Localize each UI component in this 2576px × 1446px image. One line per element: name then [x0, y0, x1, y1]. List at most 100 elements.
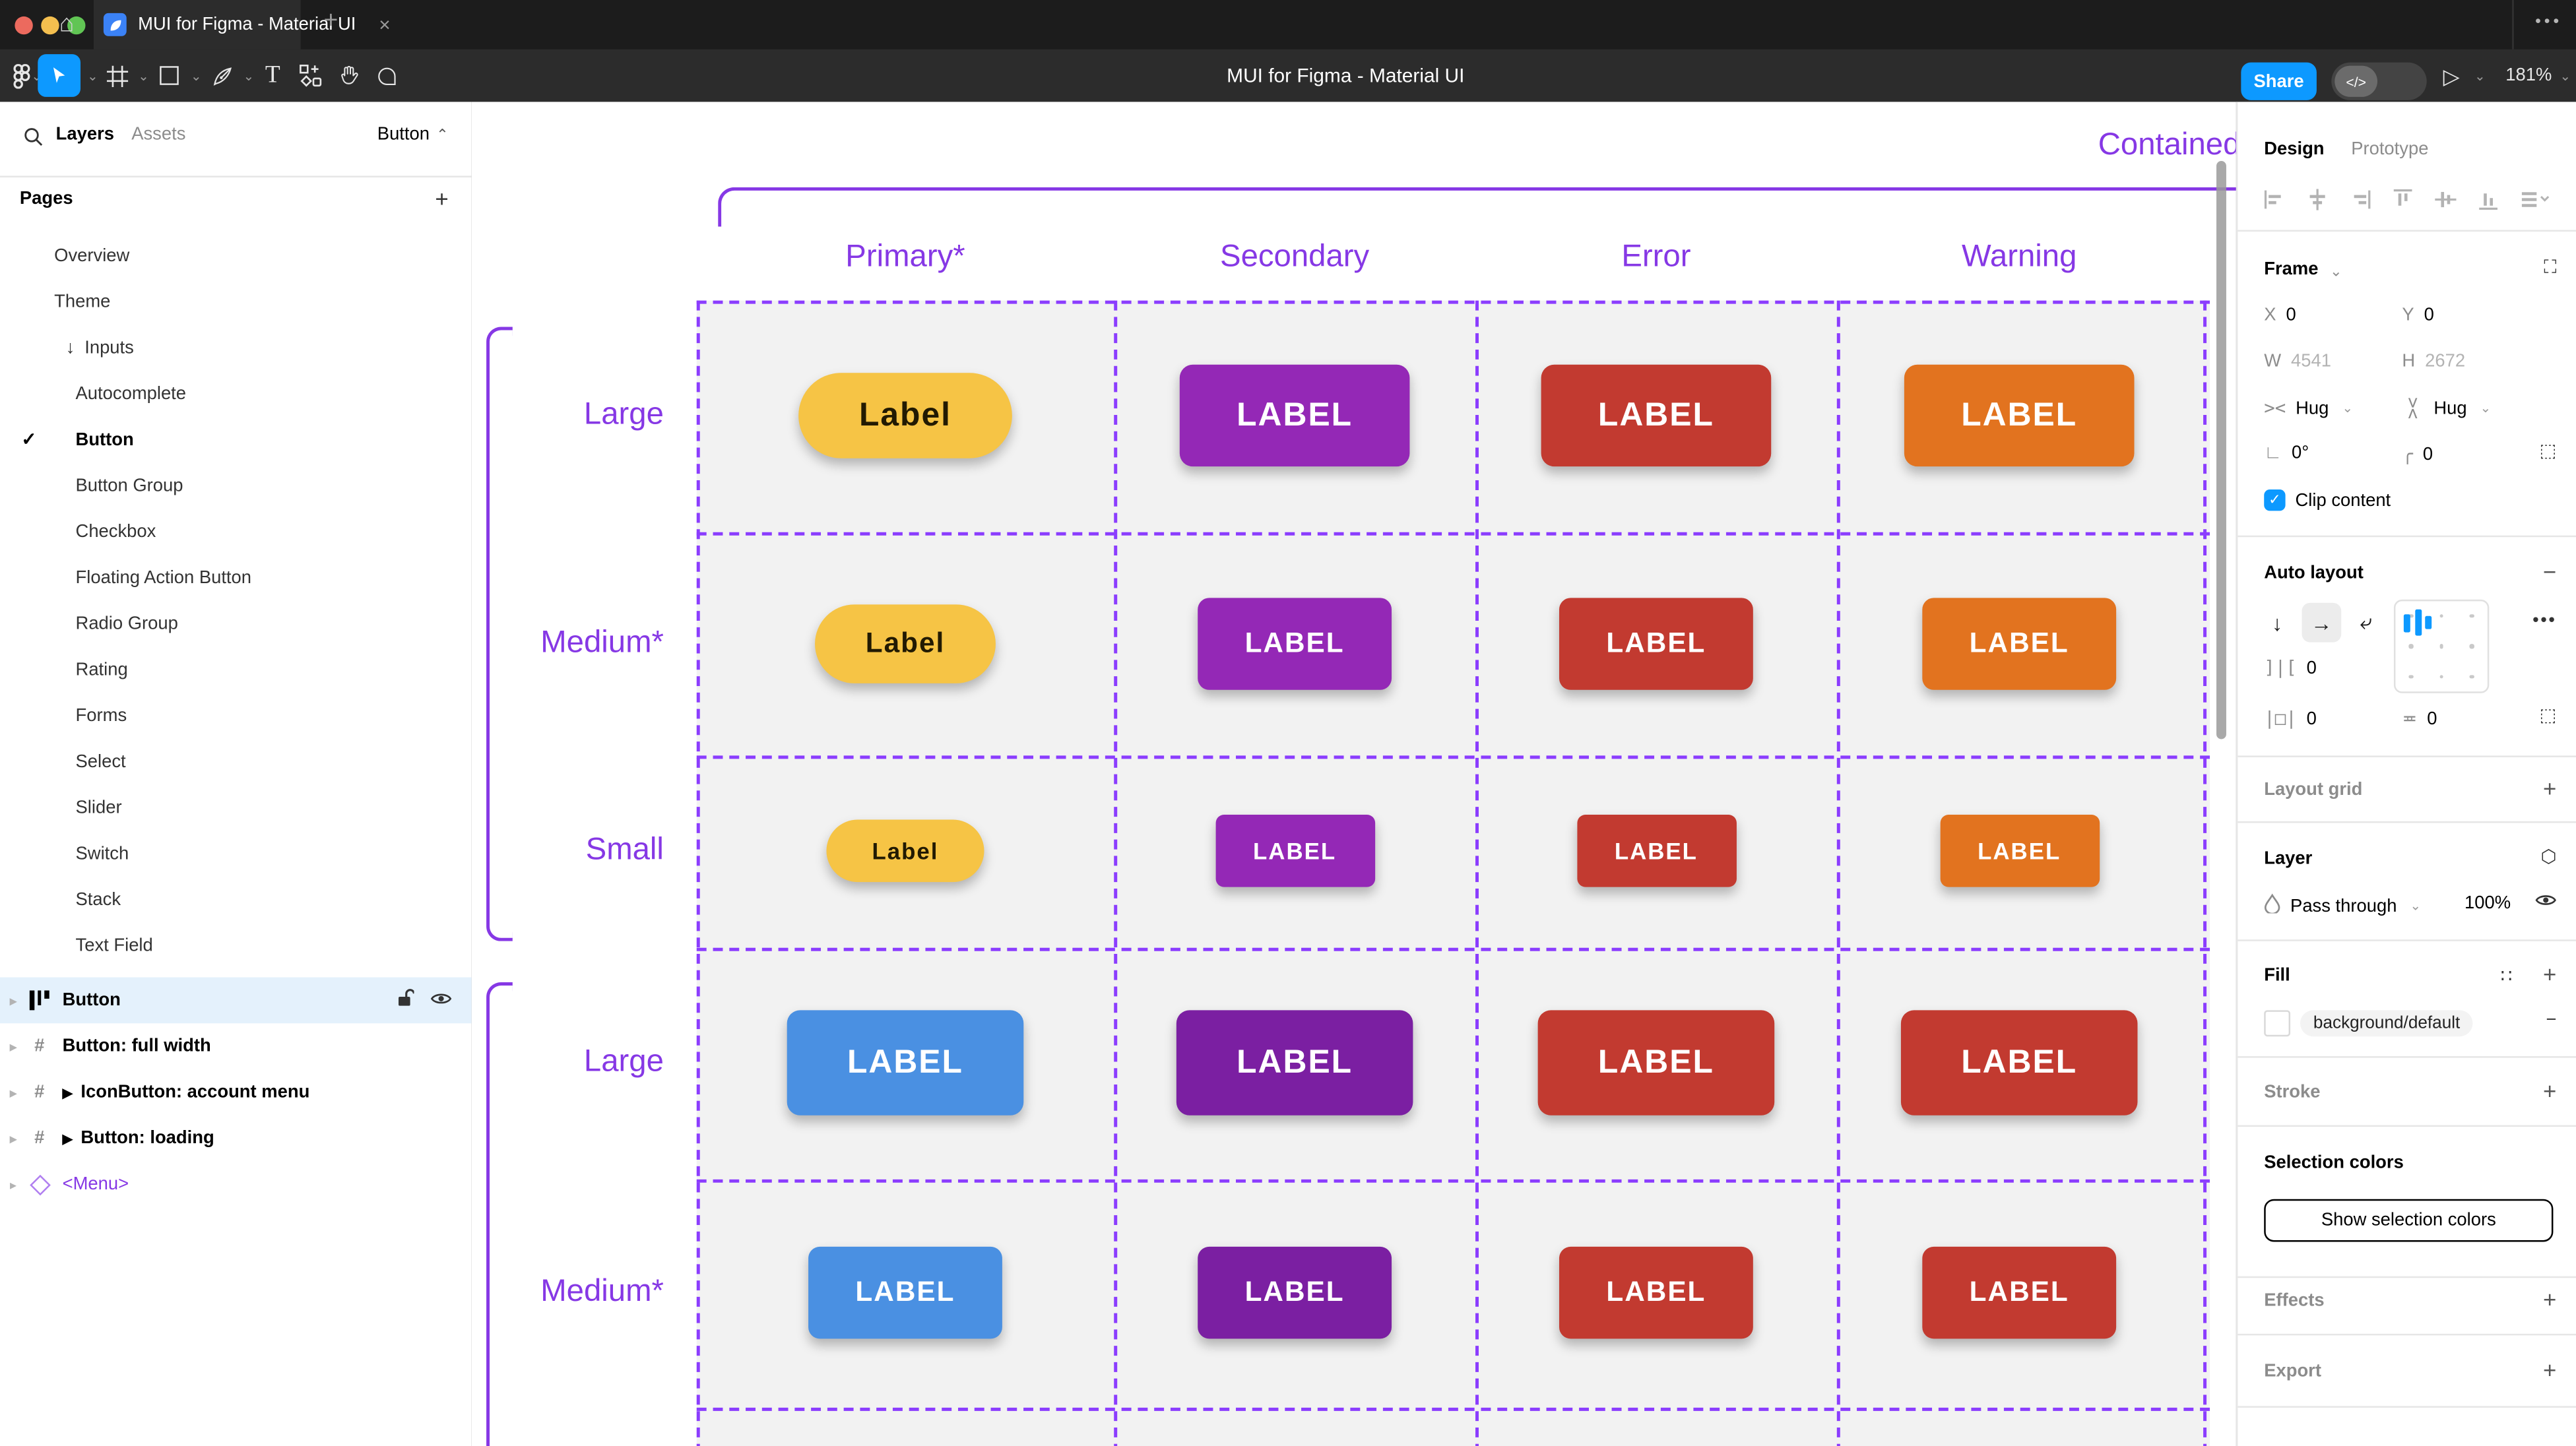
canvas-button-small-primary[interactable]: Label [826, 819, 984, 883]
window-close-button[interactable] [15, 15, 33, 34]
remove-fill-icon[interactable]: − [2546, 1010, 2557, 1030]
layer-row-button[interactable]: ▸Button [0, 977, 472, 1024]
auto-layout-vertical-icon[interactable]: ↓ [2272, 610, 2283, 635]
corner-radius-input[interactable]: 0 [2422, 444, 2433, 464]
blend-mode-icon[interactable]: ⬡ [2540, 847, 2557, 867]
text-tool-button[interactable]: T [265, 61, 280, 88]
gap-input[interactable]: 0 [2306, 658, 2317, 678]
frame-x-input[interactable]: 0 [2286, 305, 2296, 326]
canvas-button-small-warning[interactable]: LABEL [1939, 815, 2099, 887]
add-effect-icon[interactable]: + [2543, 1286, 2557, 1313]
canvas-button-large-secondary[interactable]: LABEL [1176, 1010, 1413, 1116]
lock-open-icon[interactable] [396, 988, 416, 1013]
sidebar-page-stack[interactable]: Stack [0, 877, 547, 924]
show-selection-colors-button[interactable]: Show selection colors [2264, 1199, 2554, 1242]
zoom-level[interactable]: 181% [2505, 65, 2552, 86]
comment-tool-button[interactable] [371, 54, 401, 97]
auto-layout-horizontal-icon[interactable]: → [2302, 602, 2342, 643]
add-stroke-icon[interactable]: + [2543, 1077, 2557, 1104]
frame-w-input[interactable]: 4541 [2291, 351, 2331, 371]
pen-tool-button[interactable] [207, 54, 237, 97]
canvas-button-medium-secondary[interactable]: LABEL [1198, 598, 1392, 690]
align-horizontal-center-icon[interactable] [2307, 189, 2328, 215]
rotation-input[interactable]: 0° [2292, 443, 2309, 464]
canvas-frame-title[interactable]: Contained [2098, 128, 2236, 163]
align-bottom-icon[interactable] [2478, 189, 2499, 215]
current-page-selector[interactable]: Button⌃ [377, 125, 449, 145]
present-chevron-icon[interactable]: ⌄ [2474, 69, 2486, 84]
present-icon[interactable]: ▷ [2443, 64, 2460, 89]
clip-content-checkbox[interactable]: ✓ [2264, 489, 2286, 511]
canvas-button-medium-error[interactable]: LABEL [1559, 598, 1753, 690]
new-tab-button[interactable]: + [323, 6, 338, 35]
independent-corners-icon[interactable]: ⬚ [2539, 441, 2557, 462]
sidebar-page-floating-action-button[interactable]: Floating Action Button [0, 555, 547, 602]
canvas-button-medium-primary[interactable]: Label [815, 604, 996, 683]
sidebar-page-select[interactable]: Select [0, 739, 547, 786]
horizontal-padding-input[interactable]: 0 [2306, 708, 2317, 729]
sidebar-page-button-group[interactable]: Button Group [0, 463, 547, 509]
sidebar-page-rating[interactable]: Rating [0, 647, 547, 693]
layer-row-iconbutton-account-menu[interactable]: ▸#▶IconButton: account menu [0, 1069, 472, 1116]
canvas-button-large-primary[interactable]: Label [798, 373, 1012, 458]
shape-tool-chevron-icon[interactable]: ⌄ [190, 69, 202, 84]
layer-row-button-full-width[interactable]: ▸#Button: full width [0, 1023, 472, 1069]
disclosure-triangle-icon[interactable]: ▸ [9, 1038, 16, 1054]
sidebar-page-switch[interactable]: Switch [0, 831, 547, 877]
canvas-button-medium-primary[interactable]: LABEL [808, 1246, 1002, 1339]
horizontal-resize-select[interactable]: Hug [2296, 398, 2329, 418]
canvas-button-medium-warning[interactable]: LABEL [1922, 598, 2117, 690]
canvas-button-large-secondary[interactable]: LABEL [1179, 364, 1410, 467]
main-menu-icon[interactable] [8, 54, 34, 97]
canvas-button-large-primary[interactable]: LABEL [787, 1010, 1024, 1116]
file-tab[interactable]: MUI for Figma - Material UI × [93, 0, 391, 49]
canvas-button-medium-warning[interactable]: LABEL [1922, 1246, 2117, 1339]
sidebar-page-radio-group[interactable]: Radio Group [0, 601, 547, 647]
tab-layers[interactable]: Layers [55, 125, 115, 145]
hand-tool-button[interactable] [333, 54, 363, 97]
independent-padding-icon[interactable]: ⬚ [2539, 706, 2557, 726]
vertical-padding-input[interactable]: 0 [2427, 708, 2437, 729]
canvas-button-large-error[interactable]: LABEL [1537, 1010, 1775, 1116]
align-vertical-center-icon[interactable] [2435, 189, 2457, 215]
canvas-scrollbar[interactable] [2216, 161, 2226, 739]
align-right-icon[interactable] [2350, 189, 2371, 215]
resources-tool-button[interactable] [296, 54, 325, 97]
canvas-button-small-secondary[interactable]: LABEL [1215, 815, 1374, 887]
dev-mode-toggle[interactable]: </> [2331, 62, 2427, 100]
fill-styles-icon[interactable]: ∷ [2500, 967, 2513, 988]
canvas-button-large-error[interactable]: LABEL [1541, 364, 1772, 467]
sidebar-page-autocomplete[interactable]: Autocomplete [0, 371, 547, 418]
canvas-button-large-warning[interactable]: LABEL [1900, 1010, 2138, 1116]
layer-visibility-eye-icon[interactable] [2535, 892, 2556, 913]
sidebar-page-inputs[interactable]: ↓Inputs [0, 325, 537, 371]
home-icon[interactable]: ⌂ [59, 9, 75, 38]
sidebar-page-button[interactable]: ✓Button [0, 417, 547, 463]
eye-icon[interactable] [430, 990, 452, 1011]
auto-layout-wrap-icon[interactable]: ⤶ [2360, 609, 2372, 635]
blend-mode-select[interactable]: Pass through [2290, 896, 2397, 916]
align-left-icon[interactable] [2264, 189, 2285, 215]
tab-prototype[interactable]: Prototype [2351, 139, 2429, 160]
disclosure-triangle-icon[interactable]: ▸ [9, 993, 16, 1008]
disclosure-triangle-icon[interactable]: ▸ [9, 1084, 16, 1100]
frame-y-input[interactable]: 0 [2424, 305, 2434, 326]
disclosure-triangle-icon[interactable]: ▸ [9, 1177, 16, 1192]
remove-auto-layout-icon[interactable]: − [2543, 558, 2557, 585]
tab-design[interactable]: Design [2264, 139, 2325, 160]
layer-row--menu-[interactable]: ▸<Menu> [0, 1161, 472, 1207]
sidebar-page-checkbox[interactable]: Checkbox [0, 509, 547, 555]
frame-chevron-icon[interactable]: ⌄ [2329, 263, 2342, 280]
add-layout-grid-icon[interactable]: + [2543, 775, 2557, 802]
align-top-icon[interactable] [2392, 189, 2413, 215]
fill-style-chip[interactable]: background/default [2300, 1010, 2474, 1037]
sidebar-page-overview[interactable]: Overview [0, 234, 526, 280]
sidebar-page-text-field[interactable]: Text Field [0, 923, 547, 969]
auto-layout-more-icon[interactable]: ••• [2532, 611, 2557, 631]
canvas-button-medium-secondary[interactable]: LABEL [1198, 1246, 1392, 1339]
move-tool-chevron-icon[interactable]: ⌄ [86, 69, 98, 84]
frame-section-title[interactable]: Frame [2264, 259, 2319, 280]
shape-tool-button[interactable] [154, 54, 184, 97]
opacity-input[interactable]: 100% [2464, 893, 2511, 914]
